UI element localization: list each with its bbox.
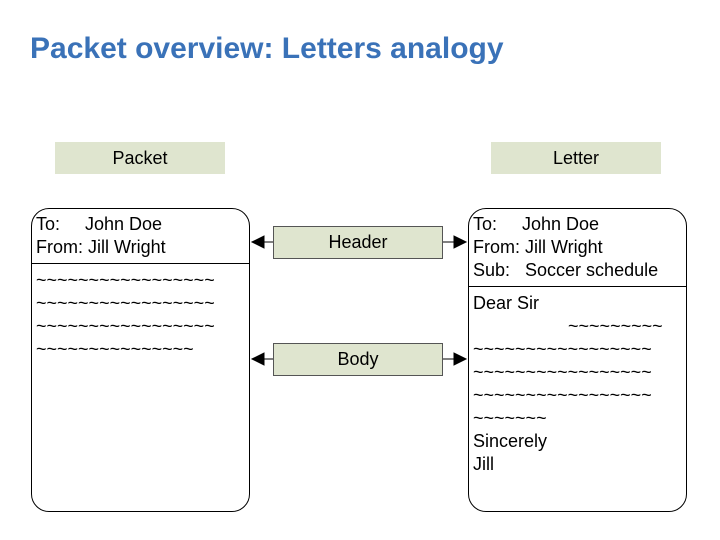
packet-to-line: To: John Doe	[36, 214, 163, 234]
packet-from-line: From: Jill Wright	[36, 237, 166, 257]
packet-body-line: ~~~~~~~~~~~~~~~	[36, 339, 194, 359]
letter-signature: Jill	[473, 454, 494, 474]
letter-salutation: Dear Sir	[473, 293, 540, 313]
packet-document: To: John Doe From: Jill Wright ~~~~~~~~~…	[31, 208, 250, 512]
header-arrow-right-head	[453, 235, 468, 249]
packet-body-line: ~~~~~~~~~~~~~~~~~	[36, 293, 215, 313]
letter-body-section: Dear Sir ~~~~~~~~~ ~~~~~~~~~~~~~~~~~ ~~~…	[469, 287, 686, 476]
letter-body-line: ~~~~~~~~~~~~~~~~~	[473, 385, 652, 405]
letter-header-section: To: John Doe From: Jill Wright Sub: Socc…	[469, 209, 686, 287]
letter-document: To: John Doe From: Jill Wright Sub: Socc…	[468, 208, 687, 512]
body-arrow-left-head	[250, 352, 265, 366]
body-connector: Body	[273, 343, 443, 376]
header-arrow-left-head	[250, 235, 265, 249]
letter-label: Letter	[491, 142, 661, 174]
body-arrow-right-head	[453, 352, 468, 366]
letter-body-line: ~~~~~~~~~~~~~~~~~	[473, 362, 652, 382]
letter-body-line: ~~~~~~~~~	[473, 316, 663, 336]
letter-body-line: ~~~~~~~~~~~~~~~~~	[473, 339, 652, 359]
packet-body-line: ~~~~~~~~~~~~~~~~~	[36, 316, 215, 336]
letter-from-line: From: Jill Wright	[473, 237, 603, 257]
packet-body-line: ~~~~~~~~~~~~~~~~~	[36, 270, 215, 290]
letter-body-line: ~~~~~~~	[473, 408, 547, 428]
header-connector: Header	[273, 226, 443, 259]
letter-closing: Sincerely	[473, 431, 548, 451]
slide-title: Packet overview: Letters analogy	[30, 32, 504, 65]
packet-header-section: To: John Doe From: Jill Wright	[32, 209, 249, 264]
letter-subject-line: Sub: Soccer schedule	[473, 260, 659, 280]
packet-body-section: ~~~~~~~~~~~~~~~~~ ~~~~~~~~~~~~~~~~~ ~~~~…	[32, 264, 249, 361]
letter-to-line: To: John Doe	[473, 214, 600, 234]
packet-label: Packet	[55, 142, 225, 174]
